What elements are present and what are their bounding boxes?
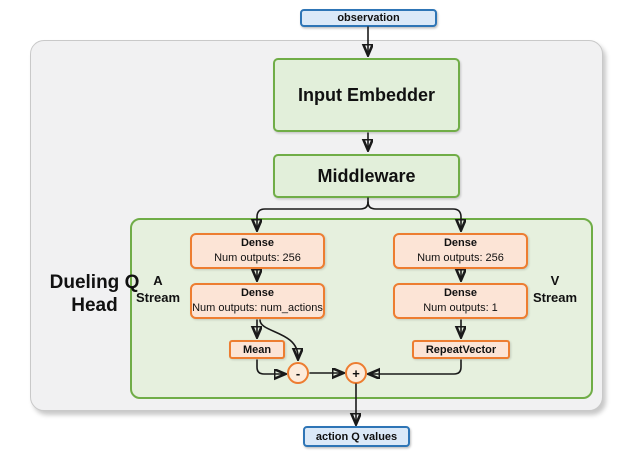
repeat-vector-label: RepeatVector — [425, 343, 497, 356]
add-node: + — [345, 362, 367, 384]
v-stream-dense-2-node: Dense Num outputs: 1 — [393, 283, 528, 319]
mean-node: Mean — [229, 340, 285, 359]
observation-node: observation — [300, 9, 437, 27]
middleware-label: Middleware — [317, 165, 416, 186]
action-q-values-node: action Q values — [303, 426, 410, 447]
a-stream-label-line1: A — [153, 273, 163, 288]
v-stream-label: V Stream — [527, 273, 583, 307]
v-stream-dense-1-node: Dense Num outputs: 256 — [393, 233, 528, 269]
v-stream-dense-2-subtitle: Num outputs: 1 — [423, 302, 498, 314]
observation-label: observation — [337, 12, 400, 24]
v-stream-dense-1-subtitle: Num outputs: 256 — [417, 252, 504, 264]
mean-label: Mean — [242, 343, 272, 356]
input-embedder-label: Input Embedder — [297, 84, 435, 105]
a-stream-dense-1-subtitle: Num outputs: 256 — [214, 252, 301, 264]
input-embedder-node: Input Embedder — [273, 58, 460, 132]
a-stream-label: A Stream — [131, 273, 185, 307]
a-stream-dense-2-node: Dense Num outputs: num_actions — [190, 283, 325, 319]
v-stream-dense-1-title: Dense — [443, 237, 478, 250]
dueling-q-head-label-line2: Head — [71, 294, 118, 316]
v-stream-label-line1: V — [550, 273, 560, 288]
a-stream-label-line2: Stream — [135, 289, 181, 305]
a-stream-dense-2-title: Dense — [240, 287, 275, 300]
a-stream-dense-2-subtitle: Num outputs: num_actions — [192, 302, 323, 314]
v-stream-dense-2-title: Dense — [443, 287, 478, 300]
a-stream-dense-1-title: Dense — [240, 237, 275, 250]
v-stream-label-line2: Stream — [532, 289, 578, 305]
dueling-q-head-label: Dueling Q Head — [22, 272, 167, 318]
a-stream-dense-1-node: Dense Num outputs: 256 — [190, 233, 325, 269]
action-q-values-label: action Q values — [315, 430, 398, 443]
subtract-label: - — [295, 365, 301, 381]
middleware-node: Middleware — [273, 154, 460, 198]
subtract-node: - — [287, 362, 309, 384]
repeat-vector-node: RepeatVector — [412, 340, 510, 359]
add-label: + — [352, 365, 360, 381]
dueling-q-head-label-line1: Dueling Q — [49, 272, 140, 293]
